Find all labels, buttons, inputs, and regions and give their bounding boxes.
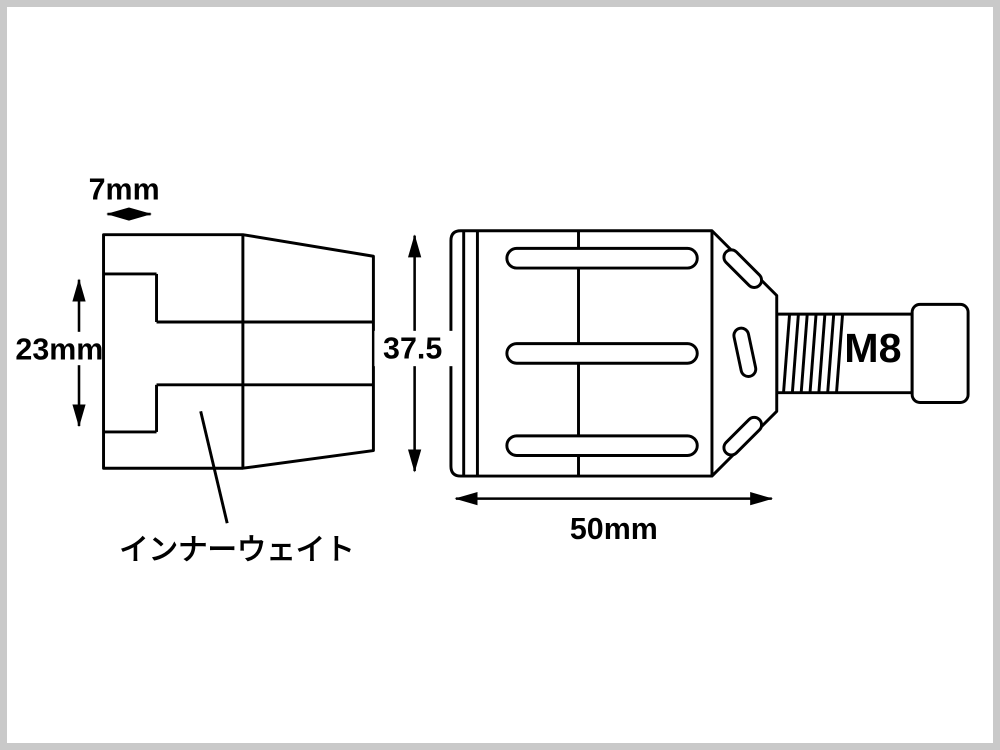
dim-37-5-text-mask [374, 330, 453, 367]
dim-50mm-label: 50mm [570, 512, 658, 546]
body-slot-bottom [505, 434, 699, 457]
taper-slot-middle [732, 326, 758, 378]
taper-slot-top [722, 248, 764, 289]
technical-drawing-canvas: 7mm 23mm インナーウェイト [15, 172, 970, 566]
thread-m8-label: M8 [844, 325, 901, 371]
bar-end-body-drawing [449, 229, 970, 478]
body-slot-middle [505, 342, 699, 365]
leader-line [199, 410, 229, 524]
dim-23mm: 23mm [15, 278, 103, 428]
inner-weight-drawing [102, 233, 375, 470]
taper-slot-bottom [722, 415, 764, 457]
dim-37-5: 37.5 [374, 234, 453, 473]
dim-7mm: 7mm [89, 172, 160, 221]
inner-weight-label: インナーウェイト [119, 533, 354, 566]
inner-weight-callout: インナーウェイト [119, 410, 355, 566]
thread-hatch [782, 315, 844, 392]
dim-37-5-label: 37.5 [383, 331, 442, 365]
body-slots [505, 246, 699, 457]
dim-23mm-text-mask [19, 331, 102, 366]
taper-slots [722, 248, 764, 457]
dim-23mm-label: 23mm [15, 332, 103, 366]
inner-weight-core-lines [104, 272, 374, 434]
dim-7mm-label: 7mm [89, 172, 160, 206]
body-slot-top [505, 246, 699, 270]
dim-50mm: 50mm [454, 492, 774, 546]
bolt-head [910, 302, 970, 404]
